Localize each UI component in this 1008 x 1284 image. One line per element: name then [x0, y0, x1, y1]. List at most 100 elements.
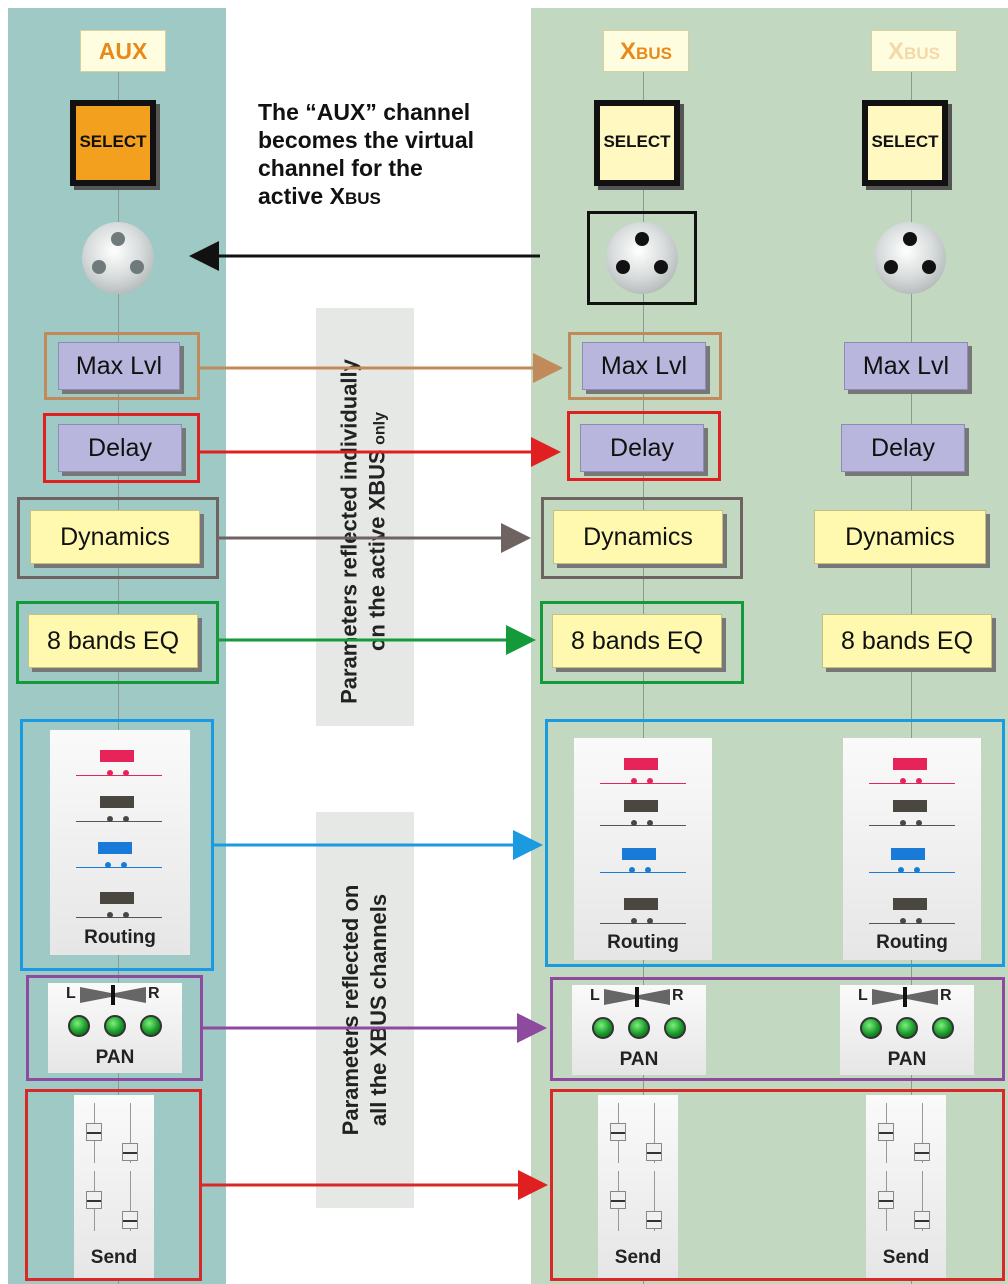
send-fader-3[interactable] [86, 1191, 102, 1209]
xbus2-select-button[interactable]: SELECT [862, 100, 948, 186]
routing-bus-1-line [600, 783, 686, 784]
fader-track [654, 1171, 655, 1231]
send-fader-1[interactable] [878, 1123, 894, 1141]
routing-bus-4-line [76, 917, 162, 918]
pan-led-1[interactable] [860, 1017, 882, 1039]
send-fader-2[interactable] [646, 1143, 662, 1161]
xbus2-eq-button[interactable]: 8 bands EQ [822, 614, 992, 668]
fader-track [130, 1171, 131, 1231]
xbus2-knob[interactable] [874, 222, 946, 294]
aux-select-button[interactable]: SELECT [70, 100, 156, 186]
xbus2-header: XBUS [871, 30, 957, 72]
pan-label: PAN [887, 1049, 927, 1070]
routing-bus-4-line [869, 923, 955, 924]
send-fader-3[interactable] [878, 1191, 894, 1209]
routing-bus-1-bar [893, 758, 927, 770]
aux-knob[interactable] [82, 222, 154, 294]
xbus1-max-lvl-button[interactable]: Max Lvl [582, 342, 706, 390]
aux-eq-frame [16, 601, 219, 684]
routing-dot [121, 862, 127, 868]
routing-dot [123, 770, 129, 776]
routing-dot [914, 867, 920, 873]
send-fader-1[interactable] [86, 1123, 102, 1141]
fader-track [922, 1103, 923, 1163]
individual-params-label-box: Parameters reflected individually on the… [316, 308, 414, 726]
xbus1-select-button[interactable]: SELECT [594, 100, 680, 186]
routing-bus-2-bar [100, 796, 134, 808]
routing-dot [900, 778, 906, 784]
xbus1-eq-button[interactable]: 8 bands EQ [552, 614, 722, 668]
routing-bus-2-line [600, 825, 686, 826]
aux-dynamics-button[interactable]: Dynamics [30, 510, 200, 564]
routing-dot [647, 918, 653, 924]
routing-bus-3-line [869, 872, 955, 873]
send-fader-4[interactable] [646, 1211, 662, 1229]
fader-track [654, 1103, 655, 1163]
routing-bus-3-line [600, 872, 686, 873]
pan-led-1[interactable] [592, 1017, 614, 1039]
routing-dot [123, 912, 129, 918]
send-fader-2[interactable] [122, 1143, 138, 1161]
xbus-pan-frame [550, 977, 1005, 1081]
pan-led-2[interactable] [104, 1015, 126, 1037]
routing-label: Routing [84, 927, 156, 948]
xbus1-knob[interactable] [606, 222, 678, 294]
pan-right-label: R [940, 987, 952, 1004]
aux-delay-frame [43, 413, 200, 483]
routing-dot [629, 867, 635, 873]
pan-left-label: L [66, 985, 76, 1002]
xbus1-routing-panel[interactable]: Routing [574, 738, 712, 960]
xbus1-delay-button[interactable]: Delay [580, 424, 704, 472]
routing-dot [916, 918, 922, 924]
xbus2-dynamics-button[interactable]: Dynamics [814, 510, 986, 564]
send-fader-3[interactable] [610, 1191, 626, 1209]
routing-dot [107, 816, 113, 822]
aux-max-lvl-button[interactable]: Max Lvl [58, 342, 180, 390]
aux-routing-frame [20, 719, 214, 971]
routing-bus-3-bar [622, 848, 656, 860]
aux-eq-button[interactable]: 8 bands EQ [28, 614, 198, 668]
pan-left-label: L [590, 987, 600, 1004]
aux-delay-button[interactable]: Delay [58, 424, 182, 472]
xbus1-pan-panel[interactable]: L R PAN [572, 985, 706, 1075]
pan-led-3[interactable] [140, 1015, 162, 1037]
routing-dot [107, 912, 113, 918]
pan-led-1[interactable] [68, 1015, 90, 1037]
xbus2-delay-button[interactable]: Delay [841, 424, 965, 472]
aux-pan-panel[interactable]: L R PAN [48, 983, 182, 1073]
routing-dot [900, 820, 906, 826]
xbus2-routing-panel[interactable]: Routing [843, 738, 981, 960]
send-fader-4[interactable] [122, 1211, 138, 1229]
xbus1-dynamics-button[interactable]: Dynamics [553, 510, 723, 564]
send-fader-4[interactable] [914, 1211, 930, 1229]
send-fader-1[interactable] [610, 1123, 626, 1141]
xbus2-max-lvl-button[interactable]: Max Lvl [844, 342, 968, 390]
aux-routing-panel[interactable]: Routing [50, 730, 190, 955]
routing-dot [647, 778, 653, 784]
aux-send-panel[interactable]: Send [74, 1095, 154, 1278]
pan-led-3[interactable] [932, 1017, 954, 1039]
routing-bus-3-line [76, 867, 162, 868]
xbus2-channel-line [911, 60, 912, 1284]
pan-led-3[interactable] [664, 1017, 686, 1039]
aux-dynamics-frame [17, 497, 219, 579]
aux-channel-line [118, 60, 119, 1284]
pan-label: PAN [619, 1049, 659, 1070]
aux-header: AUX [80, 30, 166, 72]
fader-track [922, 1171, 923, 1231]
routing-dot [631, 918, 637, 924]
routing-bus-2-bar [624, 800, 658, 812]
routing-bus-1-line [76, 775, 162, 776]
routing-bus-4-bar [893, 898, 927, 910]
xbus2-pan-panel[interactable]: L R PAN [840, 985, 974, 1075]
routing-bus-2-line [76, 821, 162, 822]
pan-led-2[interactable] [628, 1017, 650, 1039]
xbus2-send-panel[interactable]: Send [866, 1095, 946, 1278]
pan-led-2[interactable] [896, 1017, 918, 1039]
all-params-label-box: Parameters reflected on all the XBUS cha… [316, 812, 414, 1208]
routing-dot [900, 918, 906, 924]
send-fader-2[interactable] [914, 1143, 930, 1161]
xbus1-send-panel[interactable]: Send [598, 1095, 678, 1278]
routing-dot [631, 778, 637, 784]
